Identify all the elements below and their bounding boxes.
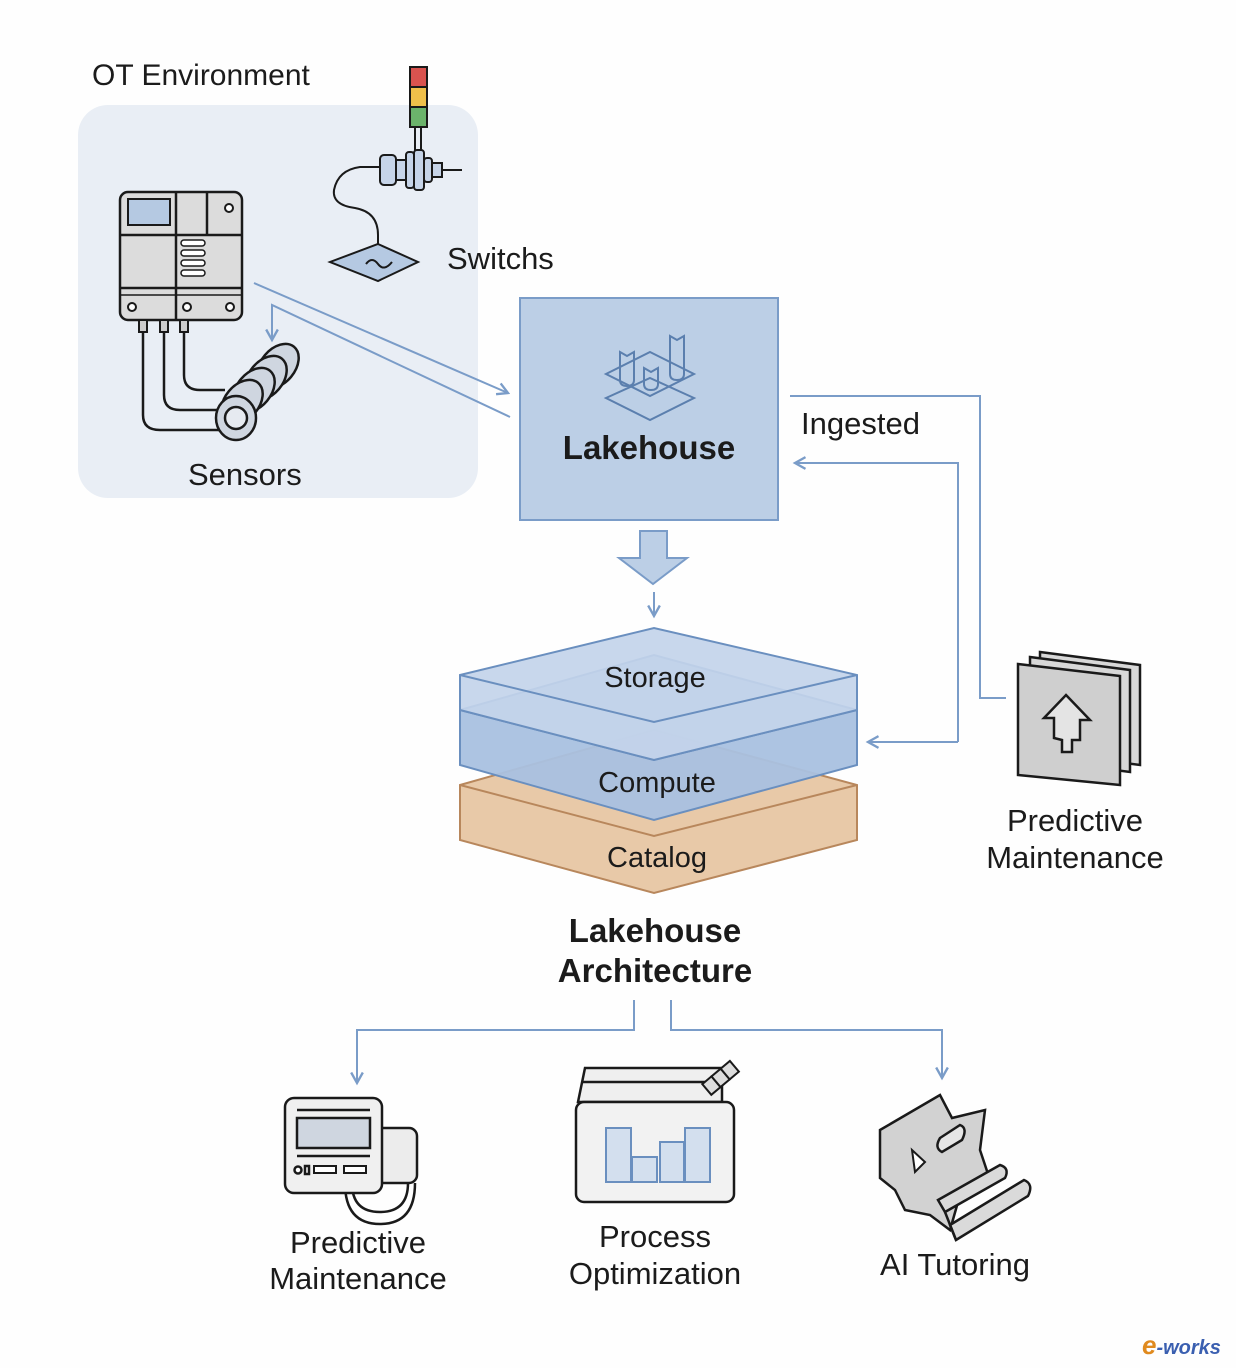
- feedback-predictive-label: Predictive: [1006, 803, 1144, 838]
- architecture-title-line2: Architecture: [557, 952, 753, 989]
- watermark-prefix: e: [1142, 1330, 1157, 1360]
- use-case-predictive-line1: Predictive: [289, 1225, 427, 1260]
- monitor-device-icon: [283, 1096, 419, 1226]
- storage-layer: [459, 626, 858, 762]
- sensors-label: Sensors: [188, 457, 302, 492]
- feedback-maintenance-label: Maintenance: [986, 840, 1164, 875]
- ingest-loop-arrows: [790, 395, 1006, 742]
- use-case-ai-tutoring-label: AI Tutoring: [880, 1247, 1030, 1282]
- lakehouse-icon: [603, 334, 697, 422]
- eworks-watermark: e-works: [1142, 1330, 1221, 1361]
- switchs-label: Switchs: [447, 241, 554, 276]
- sensor-cylinder-icon: [214, 342, 300, 442]
- use-case-process-line1: Process: [599, 1219, 711, 1254]
- architecture-title-line1: Lakehouse: [568, 912, 742, 949]
- catalog-layer-label: Catalog: [607, 842, 707, 874]
- lakehouse-label: Lakehouse: [562, 429, 736, 466]
- lakehouse-down-arrow: [616, 530, 690, 616]
- watermark-suffix: -works: [1156, 1337, 1221, 1359]
- signal-tower-switch-icon: [327, 66, 462, 283]
- hand-scroll-icon: [878, 1093, 1032, 1242]
- use-case-branch-arrows: [357, 1000, 942, 1083]
- compute-layer-label: Compute: [598, 767, 716, 799]
- ingested-label: Ingested: [801, 406, 920, 441]
- storage-layer-label: Storage: [604, 662, 706, 694]
- bar-chart-dashboard-icon: [574, 1059, 741, 1204]
- use-case-predictive-line2: Maintenance: [269, 1261, 447, 1296]
- lakehouse-node: [519, 297, 779, 521]
- use-case-process-line2: Optimization: [568, 1256, 742, 1291]
- ot-to-lakehouse-arrows: [253, 282, 511, 418]
- plc-controller-icon: [118, 190, 244, 432]
- ot-environment-title: OT Environment: [92, 59, 310, 92]
- maintenance-book-icon: [1016, 650, 1142, 787]
